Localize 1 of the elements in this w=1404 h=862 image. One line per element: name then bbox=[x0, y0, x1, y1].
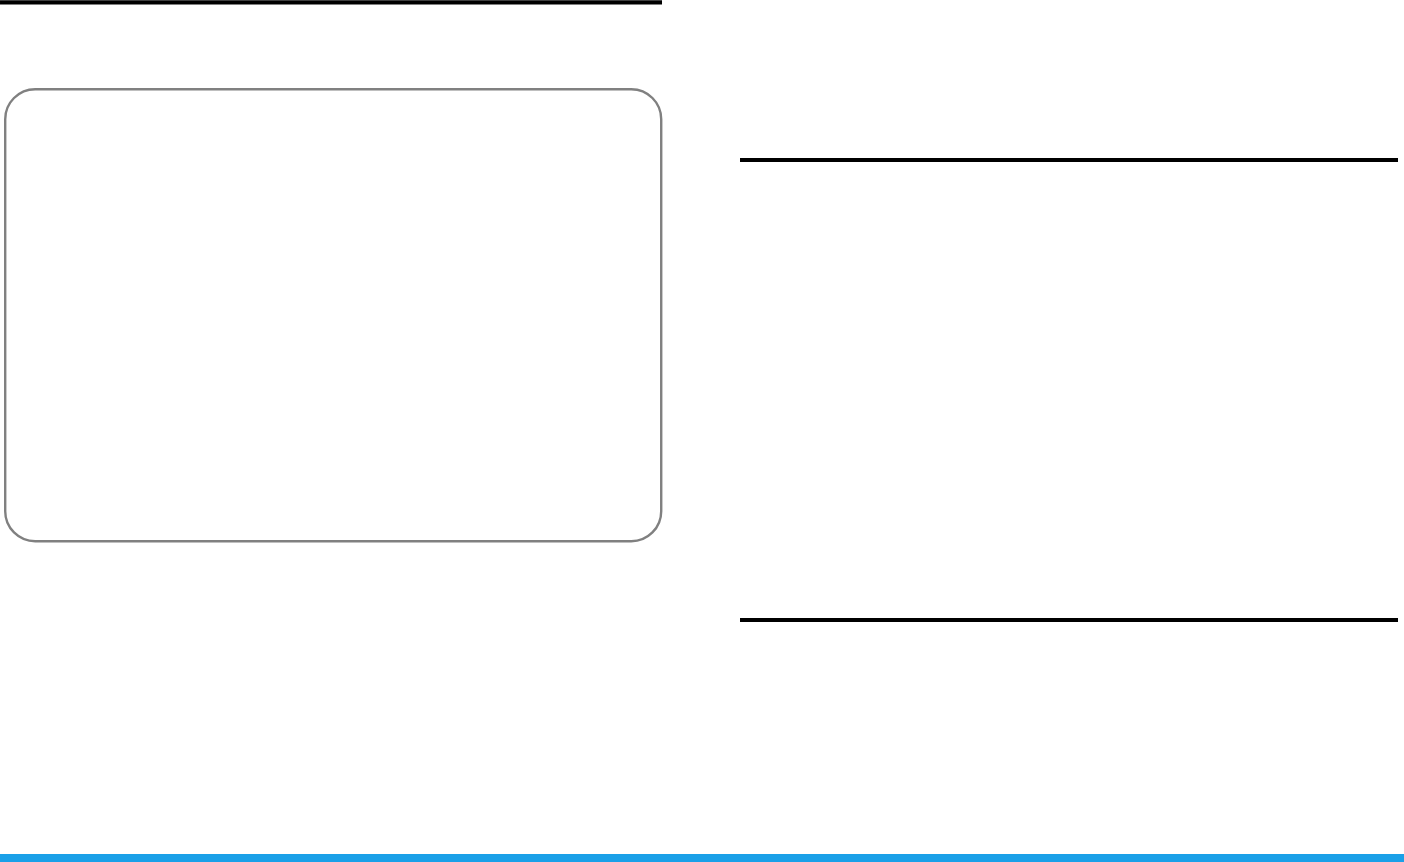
rounded-box bbox=[4, 88, 663, 543]
